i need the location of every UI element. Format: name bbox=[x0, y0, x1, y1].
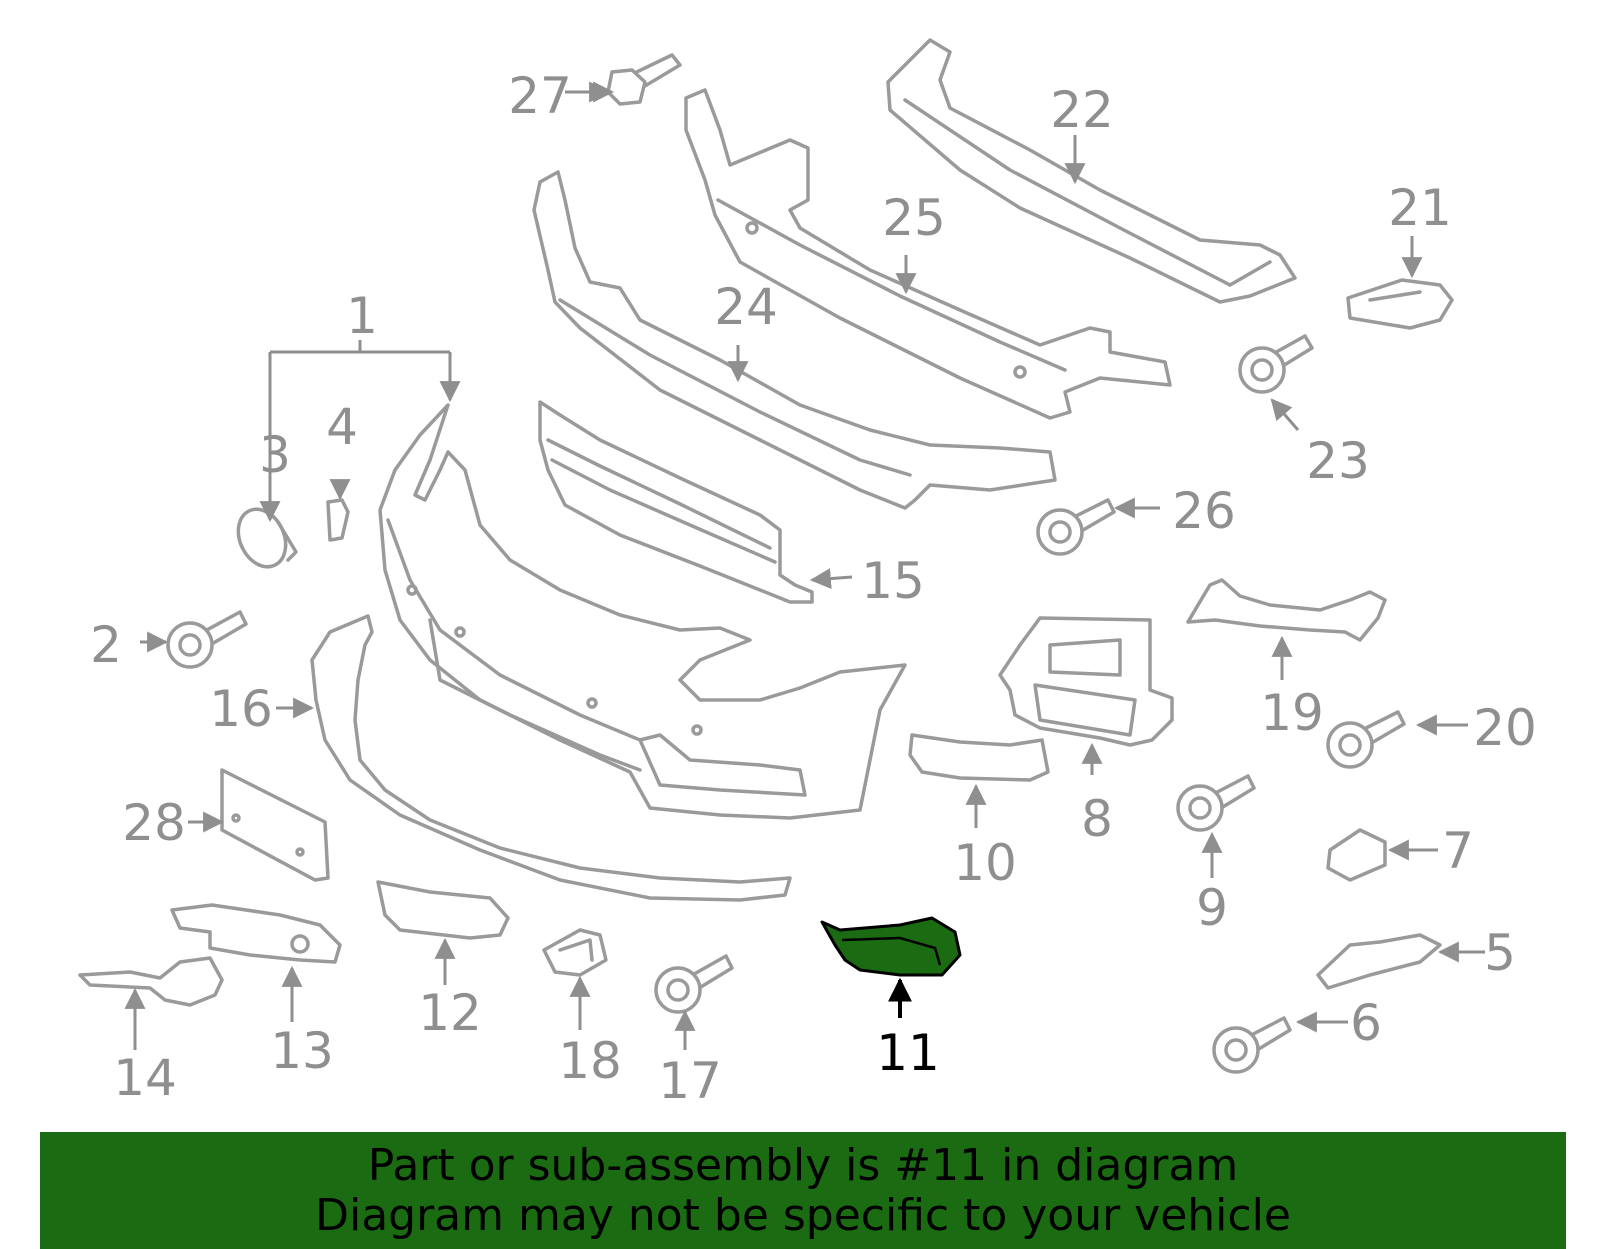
banner-line-1: Part or sub-assembly is #11 in diagram bbox=[367, 1139, 1239, 1191]
callout-labels: 1 2 3 4 5 6 7 8 9 10 11 12 13 14 15 16 1… bbox=[90, 67, 1537, 1110]
callout-19: 19 bbox=[1260, 684, 1324, 742]
part-12-reflector bbox=[376, 880, 510, 940]
callout-23: 23 bbox=[1306, 432, 1370, 490]
callout-25: 25 bbox=[882, 189, 946, 247]
bolt-23 bbox=[1238, 334, 1314, 394]
part-8-duct-housing bbox=[998, 616, 1174, 747]
part-19-bracket bbox=[1186, 578, 1387, 642]
part-21-bracket bbox=[1346, 278, 1454, 330]
callout-2: 2 bbox=[90, 616, 122, 674]
part-16-lip-spoiler bbox=[310, 614, 792, 902]
part-13-grille-insert bbox=[170, 903, 342, 964]
callout-18: 18 bbox=[558, 1032, 622, 1090]
part-22-upper-beam bbox=[886, 38, 1297, 304]
part-24-absorber bbox=[532, 170, 1057, 510]
callout-3: 3 bbox=[259, 426, 291, 484]
callout-14: 14 bbox=[113, 1049, 177, 1107]
part-7-bracket bbox=[1326, 828, 1387, 882]
bolt-27 bbox=[606, 53, 682, 106]
bolt-2 bbox=[166, 610, 248, 669]
part-15-grille bbox=[538, 400, 814, 604]
info-banner: Part or sub-assembly is #11 in diagram D… bbox=[40, 1132, 1566, 1249]
part-14-trim bbox=[78, 956, 224, 1007]
part-11-highlighted-bracket bbox=[820, 916, 962, 977]
part-28-license-bracket bbox=[220, 768, 330, 882]
bolt-26 bbox=[1036, 498, 1116, 556]
callout-9: 9 bbox=[1196, 879, 1228, 937]
bolt-17 bbox=[654, 954, 734, 1014]
callout-28: 28 bbox=[122, 794, 186, 852]
callout-24: 24 bbox=[714, 278, 778, 336]
callout-4: 4 bbox=[326, 398, 358, 456]
callout-6: 6 bbox=[1350, 994, 1382, 1052]
callout-27: 27 bbox=[508, 67, 572, 125]
callout-17: 17 bbox=[658, 1052, 722, 1110]
banner-line-2: Diagram may not be specific to your vehi… bbox=[315, 1189, 1291, 1241]
exploded-bumper-diagram: 1 2 3 4 5 6 7 8 9 10 11 12 13 14 15 16 1… bbox=[78, 38, 1537, 1110]
bolt-6 bbox=[1212, 1016, 1292, 1074]
callout-11: 11 bbox=[876, 1024, 940, 1082]
callout-15: 15 bbox=[861, 552, 925, 610]
bolt-20 bbox=[1326, 710, 1406, 769]
callout-1: 1 bbox=[346, 287, 378, 345]
part-5-bracket bbox=[1316, 933, 1442, 990]
part-25-reinforcement bbox=[684, 88, 1172, 420]
callout-5: 5 bbox=[1484, 924, 1516, 982]
callout-12: 12 bbox=[418, 984, 482, 1042]
part-3-tow-cap bbox=[236, 507, 298, 569]
callout-20: 20 bbox=[1473, 699, 1537, 757]
part-1-bumper-cover bbox=[378, 403, 907, 820]
bolt-9 bbox=[1176, 774, 1256, 832]
callout-10: 10 bbox=[953, 834, 1017, 892]
callout-7: 7 bbox=[1442, 822, 1474, 880]
leader-lines bbox=[124, 81, 1485, 1050]
callout-13: 13 bbox=[270, 1022, 334, 1080]
callout-21: 21 bbox=[1388, 179, 1452, 237]
callout-16: 16 bbox=[209, 680, 273, 738]
part-4-clip bbox=[326, 498, 350, 542]
part-18-bracket bbox=[542, 928, 608, 977]
callout-26: 26 bbox=[1172, 482, 1236, 540]
callout-22: 22 bbox=[1050, 81, 1114, 139]
part-10-trim bbox=[908, 733, 1050, 782]
callout-8: 8 bbox=[1081, 790, 1113, 848]
